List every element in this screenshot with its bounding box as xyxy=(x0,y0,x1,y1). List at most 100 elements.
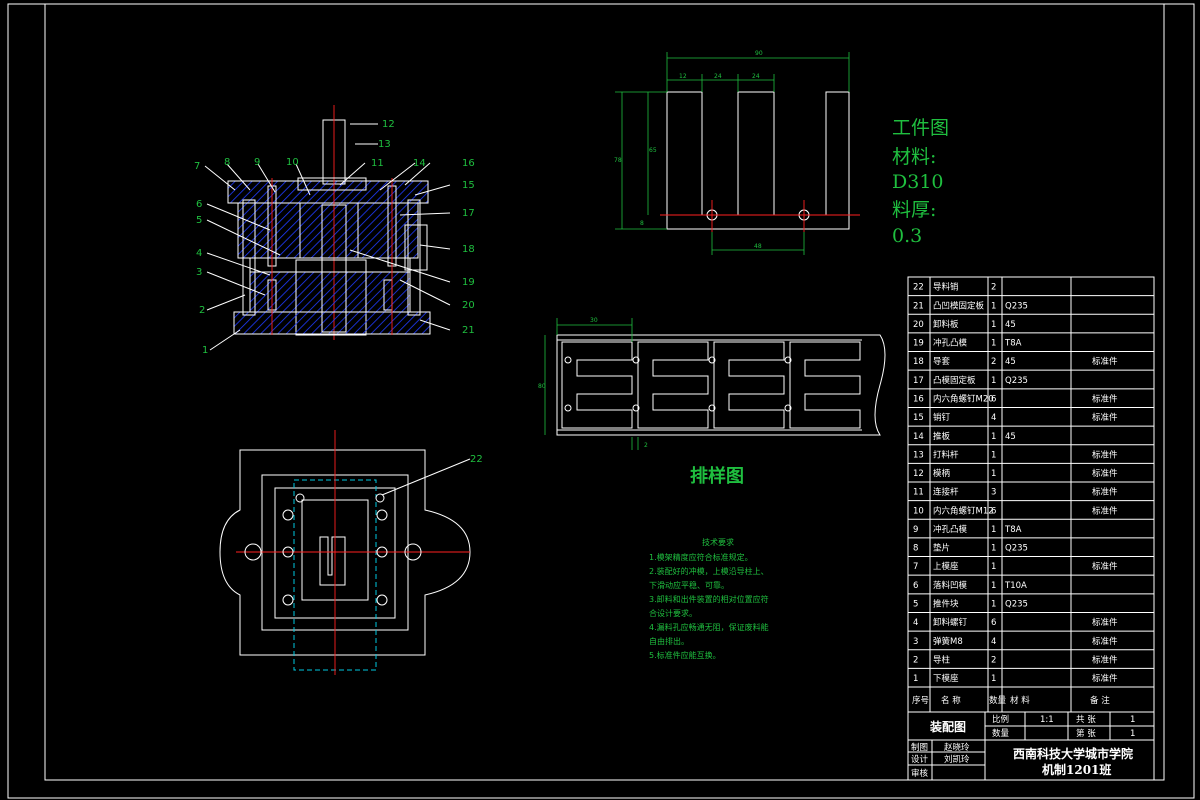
sheets-label: 共 张 xyxy=(1076,715,1096,725)
bom-cell-name: 连接杆 xyxy=(933,487,959,498)
dim-12: 12 xyxy=(679,73,687,80)
callout-leaders xyxy=(204,123,451,351)
callout-14: 14 xyxy=(413,158,426,169)
callout-labels-right: 12 13 16 15 17 18 19 20 21 xyxy=(378,119,475,336)
plan-view xyxy=(219,430,471,675)
bom-cell-qty: 1 xyxy=(991,544,996,554)
tech-req-line-3: 下滑动应平稳、可靠。 xyxy=(649,580,729,590)
dim-24a: 24 xyxy=(714,73,722,80)
dim-24b: 24 xyxy=(752,73,760,80)
assembly-section-view xyxy=(227,105,431,340)
bom-cell-qty: 1 xyxy=(991,469,996,479)
callout-17: 17 xyxy=(462,208,475,219)
bom-cell-qty: 1 xyxy=(991,432,996,442)
bom-cell-material: Q235 xyxy=(1005,301,1028,311)
dim-height: 78 xyxy=(614,157,622,164)
bom-cell-no: 4 xyxy=(913,618,918,628)
bom-cell-qty: 1 xyxy=(991,450,996,460)
callout-8: 8 xyxy=(224,157,230,168)
sheets-value: 1 xyxy=(1130,715,1135,725)
bom-cell-qty: 2 xyxy=(991,283,996,293)
bom-cell-material: T10A xyxy=(1004,581,1027,591)
bom-cell-name: 冲孔凸模 xyxy=(933,524,968,535)
design-by: 刘凯玲 xyxy=(944,754,970,765)
bom-cell-no: 9 xyxy=(913,525,918,535)
tech-req-line-8: 5.标准件应能互换。 xyxy=(649,650,721,660)
bom-cell-name: 打料杆 xyxy=(933,449,959,460)
bom-cell-material: Q235 xyxy=(1005,599,1028,609)
bom-cell-no: 5 xyxy=(913,599,918,609)
drawing-name: 装配图 xyxy=(929,719,966,734)
workpiece-dimension-labels: 90 12 24 24 78 65 48 8 xyxy=(614,50,763,250)
workpiece-drawing xyxy=(615,52,860,255)
bom-header-note: 备 注 xyxy=(1090,695,1110,706)
dim-inner: 65 xyxy=(649,147,657,154)
bom-cell-no: 6 xyxy=(913,581,918,591)
bom-cell-name: 凸模固定板 xyxy=(933,375,976,386)
bom-cell-note: 标准件 xyxy=(1092,468,1118,479)
workpiece-title-line-3: D310 xyxy=(892,171,944,193)
bom-cell-name: 推件块 xyxy=(933,598,959,609)
callout-22: 22 xyxy=(470,454,483,465)
tech-req-line-7: 自由排出。 xyxy=(649,636,689,646)
bom-cell-no: 1 xyxy=(913,674,918,684)
bom-cell-note: 标准件 xyxy=(1092,673,1118,684)
strip-layout-drawing xyxy=(544,318,886,450)
callout-5: 5 xyxy=(196,215,202,226)
bom-cell-no: 14 xyxy=(913,432,924,442)
dim-hole-spacing: 48 xyxy=(754,243,762,250)
bom-cell-name: 导套 xyxy=(933,356,951,367)
bom-cell-qty: 4 xyxy=(991,413,996,423)
bom-cell-material: Q235 xyxy=(1005,544,1028,554)
tech-req-title: 技术要求 xyxy=(702,537,734,547)
bom-cell-no: 16 xyxy=(913,394,924,404)
tech-req-line-1: 1.模架精度应符合标准规定。 xyxy=(649,552,753,562)
scale-label: 比例 xyxy=(992,714,1009,725)
bom-header-no: 序号 xyxy=(912,695,929,706)
callout-7: 7 xyxy=(194,161,200,172)
bom-cell-name: 模柄 xyxy=(933,468,951,479)
inner-border xyxy=(44,3,1165,781)
callout-10: 10 xyxy=(286,157,299,168)
bom-cell-name: 导柱 xyxy=(933,654,951,665)
strip-dim-width: 80 xyxy=(538,383,546,390)
class-name: 机制1201班 xyxy=(1042,762,1111,777)
bom-cell-material: 45 xyxy=(1005,357,1016,367)
bom-cell-qty: 6 xyxy=(991,618,996,628)
bom-cell-no: 22 xyxy=(913,283,924,293)
bom-cell-qty: 1 xyxy=(991,376,996,386)
bom-cell-name: 凸凹模固定板 xyxy=(933,300,985,311)
bom-cell-no: 7 xyxy=(913,562,918,572)
bom-cell-note: 标准件 xyxy=(1092,505,1118,516)
dim-overall: 90 xyxy=(755,50,763,57)
bom-cell-no: 3 xyxy=(913,637,918,647)
bom-cell-no: 17 xyxy=(913,376,924,386)
bom-cell-note: 标准件 xyxy=(1092,654,1118,665)
callout-2: 2 xyxy=(199,305,205,316)
bom-cell-qty: 2 xyxy=(991,655,996,665)
callout-12: 12 xyxy=(382,119,395,130)
drawn-label: 制图 xyxy=(911,742,928,753)
title-block xyxy=(907,711,1155,781)
workpiece-title-line-2: 材料: xyxy=(892,146,936,168)
tech-req-line-5: 合设计要求。 xyxy=(649,608,697,618)
strip-layout-title: 排样图 xyxy=(690,465,744,487)
bom-cell-note: 标准件 xyxy=(1092,561,1118,572)
strip-dim-gap: 2 xyxy=(644,442,648,449)
callout-labels-left: 7 8 9 10 11 14 6 5 4 3 2 1 xyxy=(194,157,426,356)
check-label: 审核 xyxy=(911,768,929,779)
bom-cell-note: 标准件 xyxy=(1092,617,1118,628)
bom-cell-no: 15 xyxy=(913,413,924,423)
